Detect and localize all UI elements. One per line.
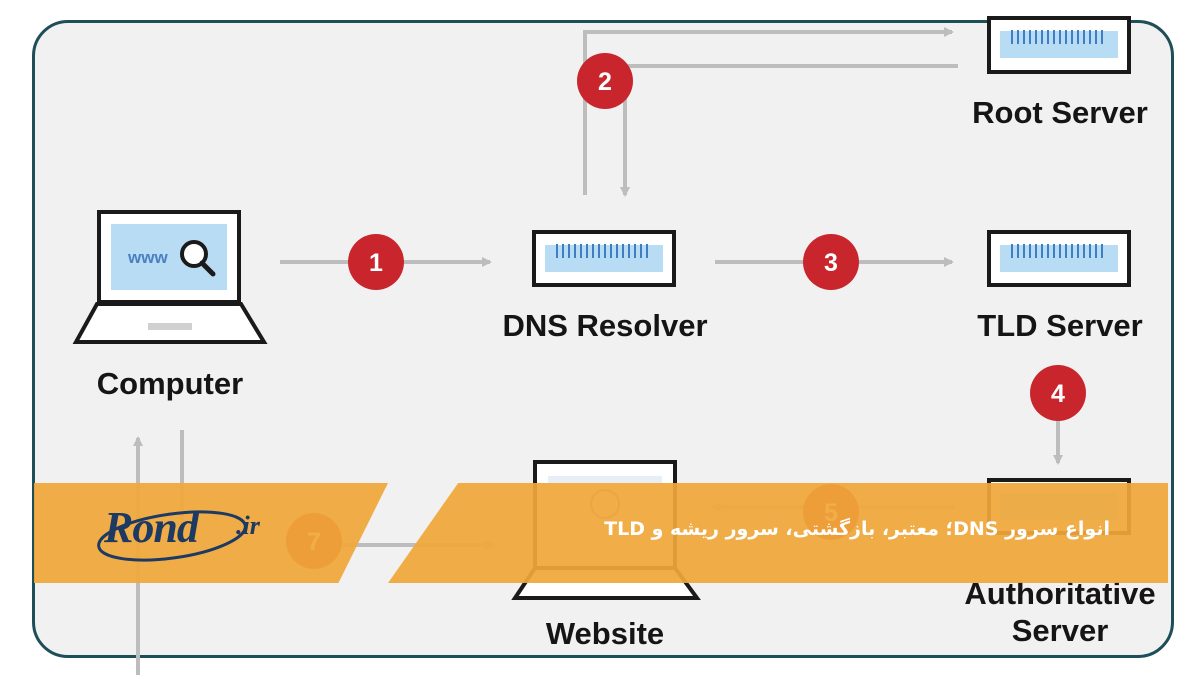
step-badge-4: 4	[1030, 365, 1086, 421]
root-server-label: Root Server	[972, 95, 1148, 130]
banner-left	[34, 483, 388, 583]
svg-text:3: 3	[824, 249, 838, 277]
tld-server-icon	[987, 230, 1131, 287]
step-badge-2: 2	[577, 53, 633, 109]
computer-laptop-icon: www	[72, 210, 268, 344]
banner-right	[388, 483, 1168, 583]
root-server-icon	[987, 16, 1131, 74]
logo-suffix: .ir	[236, 511, 260, 540]
banner-caption: انواع سرور DNS؛ معتبر، بازگشتی، سرور ریش…	[604, 518, 1110, 540]
svg-text:2: 2	[598, 68, 612, 96]
authoritative-server-label: Authoritative Server	[964, 576, 1156, 648]
arrow-root-to-resolver	[620, 64, 958, 197]
dns-resolver-server-icon	[532, 230, 676, 287]
dns-resolver-label: DNS Resolver	[502, 308, 708, 343]
website-label: Website	[545, 616, 665, 651]
step-badge-3: 3	[803, 234, 859, 290]
screen-url-text: www	[127, 248, 168, 267]
computer-label: Computer	[96, 366, 244, 401]
svg-text:4: 4	[1051, 380, 1065, 408]
svg-text:1: 1	[369, 249, 383, 277]
logo-text: Rond	[104, 503, 199, 552]
tld-server-label: TLD Server	[977, 308, 1143, 343]
magnifier-icon	[180, 240, 216, 277]
step-badge-1: 1	[348, 234, 404, 290]
arrow-resolver-to-root	[583, 27, 954, 195]
rond-logo-swoosh	[97, 510, 247, 562]
